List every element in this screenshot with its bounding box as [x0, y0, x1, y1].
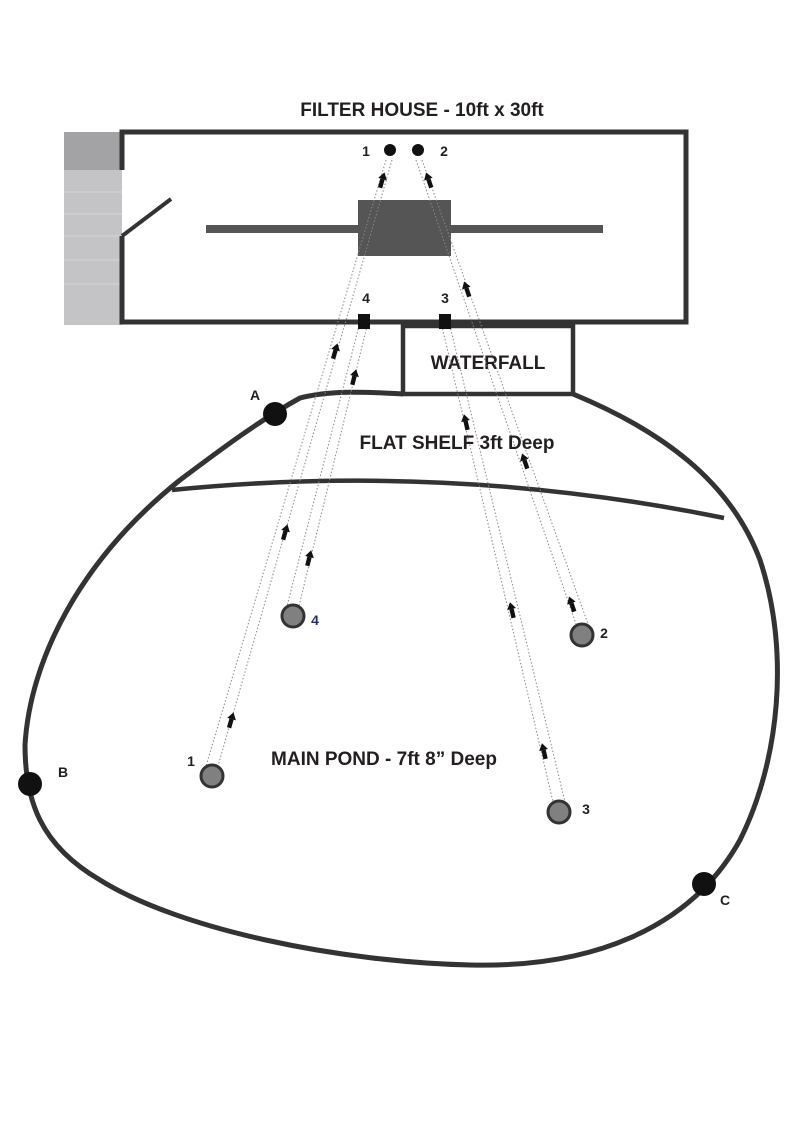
bottom-drains: [199, 603, 595, 825]
drain-3-label: 3: [582, 801, 590, 817]
shelf-label: FLAT SHELF 3ft Deep: [360, 433, 555, 454]
up-arrow-icon: [224, 711, 238, 729]
up-arrow-icon: [505, 601, 518, 619]
up-arrow-icon: [421, 171, 436, 190]
pipe-lines: [205, 159, 589, 803]
point-b-label: B: [58, 764, 68, 780]
up-arrow-icon: [459, 413, 472, 431]
waterfall-label: WATERFALL: [431, 353, 546, 374]
outlet-2-label: 2: [440, 143, 448, 159]
drain-1: [199, 763, 225, 789]
up-arrow-icon: [347, 368, 361, 386]
drain-1-label: 1: [187, 753, 195, 769]
waterfall-box: [400, 323, 576, 397]
drain-3: [546, 799, 572, 825]
point-c: [692, 872, 716, 896]
inlet-3: [439, 314, 451, 329]
outlet-1: [384, 144, 396, 156]
drain-2-label: 2: [600, 625, 608, 641]
outlet-2: [412, 144, 424, 156]
point-a: [263, 402, 287, 426]
up-arrow-icon: [278, 523, 292, 541]
flow-arrows: [224, 171, 579, 760]
pond-outline: [22, 389, 780, 968]
outlet-1-label: 1: [362, 143, 370, 159]
up-arrow-icon: [459, 280, 474, 299]
point-a-label: A: [250, 387, 260, 403]
inlet-3-label: 3: [441, 290, 449, 306]
up-arrow-icon: [302, 549, 316, 567]
inlet-4: [358, 314, 370, 329]
drain-4: [280, 603, 306, 629]
point-b: [18, 772, 42, 796]
filter-house-title: FILTER HOUSE - 10ft x 30ft: [300, 100, 544, 121]
drain-2: [569, 622, 595, 648]
main-pond-label: MAIN POND - 7ft 8” Deep: [271, 749, 497, 770]
filter-house-walls: [119, 129, 689, 325]
shelf-divider: [171, 478, 725, 521]
door-panel: [64, 132, 122, 325]
drain-4-label: 4: [311, 612, 319, 628]
inlet-4-label: 4: [362, 290, 370, 306]
filter-block: [358, 200, 451, 256]
point-c-label: C: [720, 892, 730, 908]
